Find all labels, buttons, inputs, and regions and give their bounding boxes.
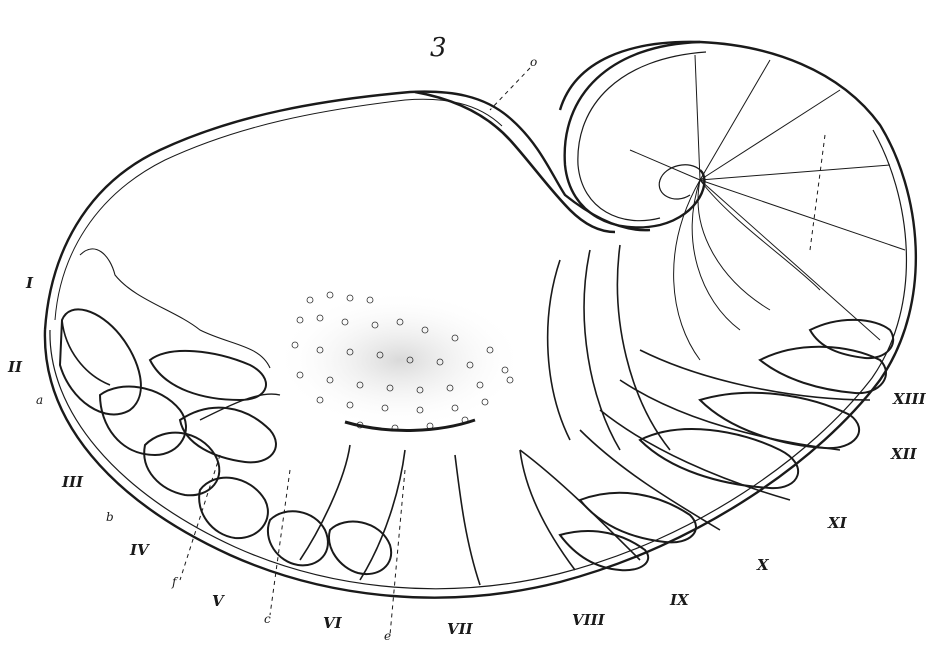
body-chamber-rim bbox=[415, 92, 615, 232]
shaded-organ bbox=[275, 290, 525, 430]
label-b: b bbox=[106, 510, 114, 524]
shell-outline-upper-inner bbox=[55, 99, 502, 320]
label-a: a bbox=[36, 393, 43, 407]
label-X: X bbox=[756, 556, 770, 574]
figure-number: 3 bbox=[430, 33, 447, 63]
label-II: II bbox=[7, 358, 23, 376]
label-XIII: XIII bbox=[892, 390, 927, 408]
label-XII: XII bbox=[890, 445, 918, 463]
label-III: III bbox=[61, 473, 84, 491]
coil-apex bbox=[565, 42, 905, 360]
label-VI: VI bbox=[323, 614, 343, 632]
sutures-right bbox=[560, 320, 893, 570]
label-I: I bbox=[25, 274, 34, 292]
label-c: c bbox=[264, 612, 271, 626]
label-IX: IX bbox=[669, 591, 690, 609]
label-V: V bbox=[212, 592, 225, 610]
upper-left-lobe bbox=[80, 249, 270, 368]
label-XI: XI bbox=[827, 514, 848, 532]
label-o: o bbox=[530, 55, 537, 69]
label-e: e bbox=[384, 629, 391, 642]
label-IV: IV bbox=[129, 541, 150, 559]
label-f: f bbox=[171, 575, 179, 589]
label-VII: VII bbox=[447, 620, 474, 638]
label-VIII: VIII bbox=[572, 611, 606, 629]
